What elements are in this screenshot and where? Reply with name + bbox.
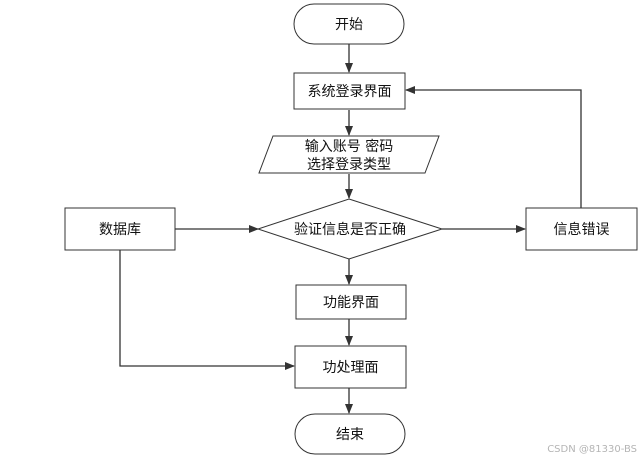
start-node: 开始 [293, 3, 405, 45]
function-page-box [295, 284, 407, 320]
error-label: 信息错误 [554, 221, 610, 238]
login-page-label: 系统登录界面 [308, 84, 392, 100]
database-box [64, 207, 176, 251]
login-page-box [293, 72, 406, 110]
error-node: 信息错误 [525, 207, 638, 251]
processing-page-label: 功处理面 [323, 360, 379, 376]
function-page-node: 功能界面 [295, 284, 407, 320]
database-node: 数据库 [64, 207, 176, 251]
edge-error-to-login [405, 86, 582, 208]
function-page-label: 功能界面 [323, 295, 379, 311]
login-page-node: 系统登录界面 [293, 72, 406, 110]
watermark-text: CSDN @81330-BS [547, 444, 637, 455]
processing-page-box [294, 345, 407, 389]
start-label: 开始 [335, 17, 363, 33]
input-label-line1: 输入账号 密码 [305, 138, 393, 155]
error-box [525, 207, 638, 251]
input-credentials-node: 输入账号 密码 选择登录类型 [258, 135, 440, 174]
start-terminal-shape [293, 3, 405, 45]
end-label: 结束 [336, 427, 364, 443]
input-label-line2: 选择登录类型 [307, 157, 391, 173]
database-label: 数据库 [99, 222, 141, 238]
verify-label: 验证信息是否正确 [294, 221, 406, 238]
verify-diamond [256, 198, 444, 260]
end-terminal-shape [294, 413, 406, 455]
edge-database-to-processing [119, 250, 295, 370]
processing-page-node: 功处理面 [294, 345, 407, 389]
end-node: 结束 [294, 413, 406, 455]
input-parallelogram [258, 135, 440, 174]
verify-decision-node: 验证信息是否正确 [256, 198, 444, 260]
